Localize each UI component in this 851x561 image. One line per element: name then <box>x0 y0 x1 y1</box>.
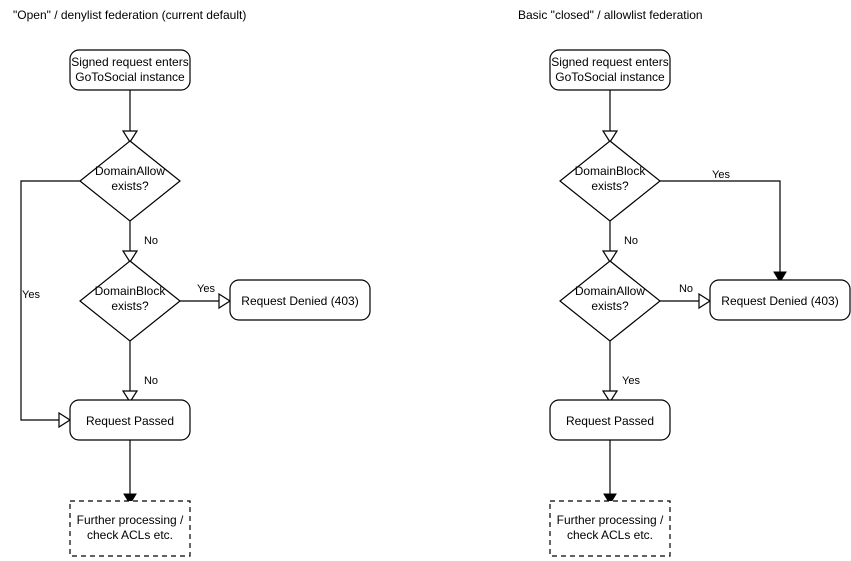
entry-box-line2: GoToSocial instance <box>555 70 665 84</box>
request-denied-box-shape <box>709 279 851 321</box>
entry-box-line1: Signed request enters <box>551 55 668 69</box>
node-further-processing-allowlist[interactable]: Further processing / check ACLs etc. <box>549 500 671 557</box>
node-entry-denylist[interactable]: Signed request enters GoToSocial instanc… <box>69 49 191 91</box>
edge-domainallow-no-to-domainblock: No <box>121 221 158 264</box>
domainallow-line1: DomainAllow <box>575 284 645 298</box>
domainallow-line2: exists? <box>591 299 629 313</box>
panel-allowlist: Basic "closed" / allowlist federation Si… <box>518 8 851 557</box>
arrowhead-filled-icon <box>773 271 787 283</box>
edge-label-domainallow-no: No <box>679 283 693 295</box>
edge-label-domainblock-no: No <box>144 375 158 387</box>
edge-domainblock-no-to-passed: No <box>121 341 158 404</box>
panel-denylist: "Open" / denylist federation (current de… <box>13 8 371 557</box>
arrowhead-open-icon <box>601 130 619 144</box>
request-denied-label: Request Denied (403) <box>721 294 838 308</box>
arrowhead-open-icon <box>601 390 619 404</box>
further-processing-box-shape <box>69 500 191 557</box>
request-denied-label: Request Denied (403) <box>241 294 358 308</box>
edge-passed-to-further-allowlist <box>603 440 617 505</box>
entry-box-line1: Signed request enters <box>71 55 188 69</box>
further-processing-line2: check ACLs etc. <box>567 528 653 542</box>
edge-domainblock-yes-to-denied: Yes <box>180 283 232 310</box>
arrowhead-filled-icon <box>123 493 137 505</box>
node-request-denied-allowlist[interactable]: Request Denied (403) <box>709 279 851 321</box>
domainblock-line2: exists? <box>111 299 149 313</box>
node-request-passed-allowlist[interactable]: Request Passed <box>549 399 671 441</box>
node-decision-domainallow-allowlist[interactable]: DomainAllow exists? <box>559 260 661 342</box>
arrowhead-open-icon <box>218 292 232 310</box>
panel-title-allowlist: Basic "closed" / allowlist federation <box>518 8 703 22</box>
edge-label-domainblock-yes: Yes <box>712 169 730 181</box>
further-processing-line1: Further processing / <box>77 513 184 527</box>
arrowhead-filled-icon <box>603 493 617 505</box>
edge-label-domainblock-no: No <box>624 235 638 247</box>
edge-domainallow-yes-to-passed: Yes <box>20 180 80 429</box>
further-processing-line2: check ACLs etc. <box>87 528 173 542</box>
node-decision-domainblock-denylist[interactable]: DomainBlock exists? <box>79 260 181 342</box>
request-passed-label: Request Passed <box>86 414 174 428</box>
node-request-passed-denylist[interactable]: Request Passed <box>69 399 191 441</box>
domainblock-line2: exists? <box>591 179 629 193</box>
arrowhead-open-icon <box>58 411 72 429</box>
arrowhead-open-icon <box>121 390 139 404</box>
edge-passed-to-further-denylist <box>123 440 137 505</box>
domainblock-line1: DomainBlock <box>575 164 647 178</box>
request-denied-box-shape <box>229 279 371 321</box>
edge-entry-to-domainallow <box>121 90 139 144</box>
arrowhead-open-icon <box>121 250 139 264</box>
edge-label-domainblock-yes: Yes <box>197 283 215 295</box>
edge-label-domainallow-no: No <box>144 235 158 247</box>
further-processing-box-shape <box>549 500 671 557</box>
edge-domainallow-yes-to-passed-allowlist: Yes <box>601 341 640 404</box>
domainblock-line1: DomainBlock <box>95 284 167 298</box>
edge-label-domainallow-yes: Yes <box>22 289 40 301</box>
node-further-processing-denylist[interactable]: Further processing / check ACLs etc. <box>69 500 191 557</box>
panel-title-denylist: "Open" / denylist federation (current de… <box>13 8 246 22</box>
domainallow-line2: exists? <box>111 179 149 193</box>
node-entry-allowlist[interactable]: Signed request enters GoToSocial instanc… <box>549 49 671 91</box>
domainallow-line1: DomainAllow <box>95 164 165 178</box>
node-decision-domainblock-allowlist[interactable]: DomainBlock exists? <box>559 140 661 222</box>
edge-entry-to-domainblock <box>601 90 619 144</box>
entry-box-line2: GoToSocial instance <box>75 70 185 84</box>
edge-domainblock-no-to-domainallow: No <box>601 221 638 264</box>
arrowhead-open-icon <box>601 250 619 264</box>
arrowhead-open-icon <box>698 292 712 310</box>
node-request-denied-denylist[interactable]: Request Denied (403) <box>229 279 371 321</box>
edge-domainblock-yes-to-denied-allowlist: Yes <box>660 169 787 283</box>
edge-domainallow-no-to-denied-allowlist: No <box>660 283 712 310</box>
arrowhead-open-icon <box>121 130 139 144</box>
further-processing-line1: Further processing / <box>557 513 664 527</box>
edge-label-domainallow-yes: Yes <box>622 375 640 387</box>
request-passed-label: Request Passed <box>566 414 654 428</box>
node-decision-domainallow-denylist[interactable]: DomainAllow exists? <box>79 140 181 222</box>
